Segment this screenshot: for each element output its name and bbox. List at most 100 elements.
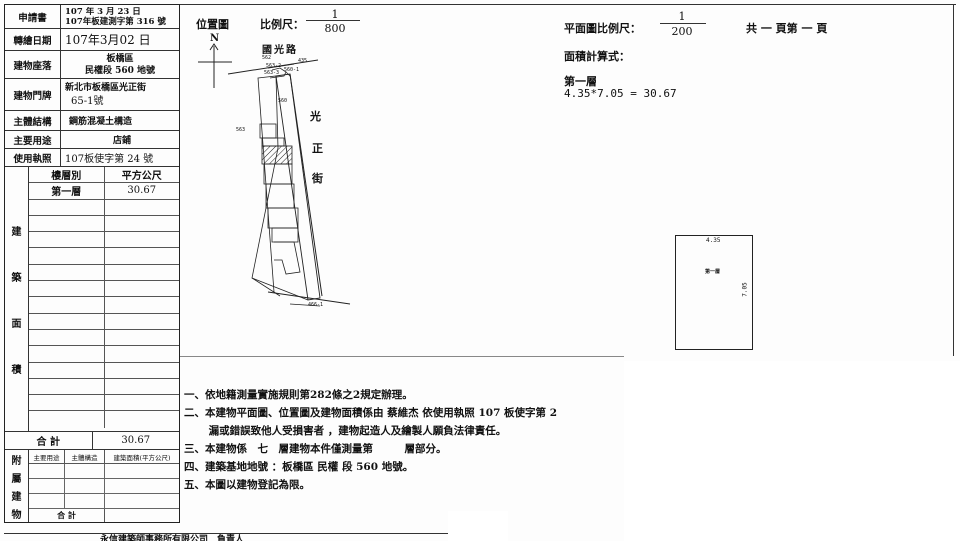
- redaction-box: [448, 511, 508, 541]
- address-value-line2: 65-1號: [71, 95, 104, 107]
- location-value-line2: 民權段 560 地號: [84, 65, 156, 76]
- table-row: [29, 378, 179, 396]
- table-row: [29, 346, 179, 363]
- north-arrow-icon: [198, 43, 232, 88]
- dim-width: 4.35: [706, 237, 721, 244]
- parcel-label: 435: [298, 58, 308, 64]
- street-char-3: 街: [312, 172, 323, 185]
- area-formula: 4.35*7.05 = 30.67: [564, 87, 677, 100]
- structure-value: 鋼筋混凝土構造: [69, 117, 133, 127]
- parcel-label: 562: [262, 55, 272, 61]
- area-sum-row: 合 計 30.67: [5, 432, 179, 450]
- parcel-label: 563: [236, 127, 246, 133]
- table-row: [29, 411, 179, 428]
- license-label: 使用執照: [5, 149, 61, 166]
- col-struct-header: 主體構造: [65, 450, 105, 463]
- date-row: 轉繪日期 107年3月02 日: [5, 29, 179, 51]
- table-row: [29, 362, 179, 379]
- usage-value: 店鋪: [112, 136, 131, 146]
- address-row: 建物門牌 新北市板橋區光正街 65-1號: [5, 79, 179, 111]
- page-count: 共 一 頁第 一 頁: [746, 22, 828, 35]
- location-scale-den: 800: [324, 22, 346, 35]
- area-side-char-1: 建: [11, 226, 22, 238]
- table-row: [29, 199, 179, 216]
- table-row: [29, 313, 179, 330]
- plan-scale-den: 200: [671, 25, 693, 38]
- note-line: 漏或錯誤致他人受損害者 ，建物起造人及繪製人願負法律責任。: [184, 425, 507, 437]
- plan-scale-label: 平面圖比例尺：: [564, 22, 641, 35]
- parcel-label: 560-1: [284, 67, 300, 73]
- dim-height: 7.05: [741, 282, 749, 297]
- license-row: 使用執照 107板使字第 24 號: [5, 149, 179, 167]
- col-area-header: 建築面積(平方公尺): [113, 453, 171, 462]
- attach-header-row: 主要用途 主體構造 建築面積(平方公尺): [29, 450, 179, 464]
- floor-cell: 第一層: [29, 183, 105, 199]
- table-row: [29, 248, 179, 265]
- area-calc-label: 面積計算式：: [564, 50, 630, 63]
- location-value-line1: 板橋區: [106, 53, 134, 64]
- location-map: [198, 43, 351, 307]
- area-side-char-3: 面: [11, 318, 22, 330]
- parcel-label: 563-2: [266, 63, 282, 69]
- attach-side-char-4: 物: [11, 509, 22, 521]
- parcel-label: 560: [278, 98, 288, 104]
- note-line: 五、本圖以建物登記為限。: [184, 479, 310, 491]
- table-row: [29, 232, 179, 249]
- note-line: 二、本建物平面圖、位置圖及建物面積係由 蔡維杰 依使用執照 107 板使字第 2: [184, 407, 557, 419]
- area-side-char-4: 積: [11, 364, 22, 376]
- application-value-line1: 107 年 3 月 23 日: [65, 6, 141, 17]
- area-header-row: 樓層別 平方公尺: [29, 167, 179, 184]
- location-scale-label: 比例尺：: [260, 18, 304, 31]
- table-row: [29, 215, 179, 233]
- table-row: [29, 297, 179, 314]
- calc-floor-label: 第一層: [564, 75, 597, 88]
- redaction-box: [624, 361, 960, 541]
- location-map-title: 位置圖: [196, 18, 229, 31]
- date-label: 轉繪日期: [5, 29, 61, 50]
- floor-plan-outline: [675, 235, 753, 350]
- attach-side-char-3: 建: [11, 491, 22, 503]
- sqm-cell: 30.67: [127, 185, 157, 197]
- application-value-line2: 107年板建測字第 316 號: [65, 16, 166, 27]
- structure-row: 主體結構 鋼筋混凝土構造: [5, 111, 179, 131]
- building-info-table: 申請書 107 年 3 月 23 日 107年板建測字第 316 號 轉繪日期 …: [4, 4, 180, 523]
- table-row: 第一層 30.67: [29, 183, 179, 200]
- application-row: 申請書 107 年 3 月 23 日 107年板建測字第 316 號: [5, 5, 179, 29]
- attached-building-table: 附 屬 建 物 主要用途 主體構造 建築面積(平方公尺) 合 計: [5, 450, 179, 522]
- notes-section: 一、依地籍測量實施規則第282條之2規定辦理。 二、本建物平面圖、位置圖及建物面…: [184, 386, 557, 494]
- col-use-header: 主要用途: [29, 450, 65, 463]
- license-value: 107板使字第 24 號: [65, 154, 154, 165]
- address-label: 建物門牌: [5, 79, 61, 110]
- table-row: [29, 395, 179, 412]
- parcel-label: 563-3: [264, 70, 280, 76]
- usage-row: 主要用途 店鋪: [5, 131, 179, 149]
- table-row: [29, 281, 179, 298]
- application-label: 申請書: [5, 5, 61, 28]
- table-row: [29, 494, 179, 509]
- street-char-1: 光: [310, 110, 321, 123]
- table-row: [29, 479, 179, 494]
- sum-label: 合 計: [5, 432, 93, 449]
- location-scale-num: 1: [331, 8, 339, 21]
- structure-label: 主體結構: [5, 111, 61, 130]
- table-row: [29, 464, 179, 479]
- date-value: 107年3月02 日: [65, 33, 151, 47]
- plan-scale-bar: [660, 23, 706, 24]
- note-line: 三、本建物係 七 層建物本件僅測量第 層部分。: [184, 443, 447, 455]
- note-line: 一、依地籍測量實施規則第282條之2規定辦理。: [184, 389, 413, 401]
- location-row: 建物座落 板橋區 民權段 560 地號: [5, 51, 179, 79]
- street-char-2: 正: [312, 142, 323, 155]
- area-side-char-2: 築: [11, 272, 22, 284]
- right-rule: [953, 4, 954, 356]
- top-rule: [180, 4, 956, 5]
- col-sqm-header: 平方公尺: [121, 171, 162, 183]
- road-name: 國光路: [262, 45, 298, 56]
- attach-side-char-2: 屬: [11, 473, 22, 485]
- location-label: 建物座落: [5, 51, 61, 78]
- col-floor-header: 樓層別: [29, 167, 105, 183]
- footer-company: 永信建築師事務所有限公司 負責人: [100, 535, 245, 541]
- address-value-line1: 新北市板橋區光正街: [65, 82, 147, 93]
- room-label: 第一層: [705, 269, 721, 275]
- sum-value: 30.67: [121, 435, 151, 446]
